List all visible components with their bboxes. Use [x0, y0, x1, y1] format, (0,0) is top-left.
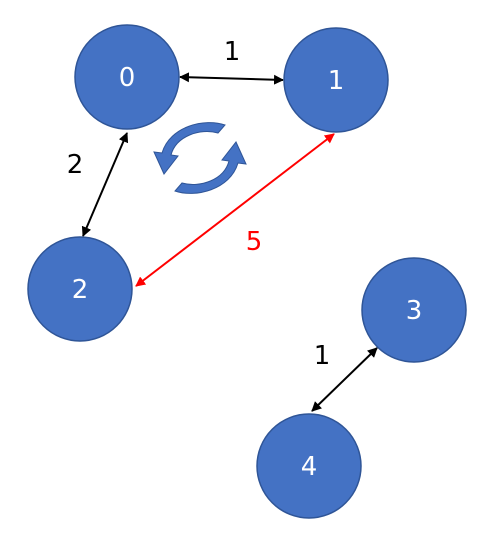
- node-4: 4: [256, 413, 362, 519]
- node-4-label: 4: [301, 452, 318, 482]
- edge-1-2: 5: [135, 133, 335, 287]
- edge-0-1-weight: 1: [224, 37, 241, 67]
- edge-1-2-weight: 5: [246, 227, 263, 257]
- edge-0-2-weight: 2: [67, 150, 84, 180]
- node-1: 1: [283, 27, 389, 133]
- node-1-label: 1: [328, 66, 345, 96]
- node-3: 3: [361, 257, 467, 363]
- node-0-label: 0: [119, 63, 136, 93]
- edge-3-4: 1: [311, 341, 378, 412]
- node-2-label: 2: [72, 275, 89, 305]
- node-2: 2: [27, 236, 133, 342]
- node-0: 0: [74, 24, 180, 130]
- edge-3-4-weight: 1: [314, 341, 331, 371]
- node-3-label: 3: [406, 296, 423, 326]
- edge-0-2: 2: [67, 132, 129, 237]
- circular-arrows-icon: [153, 122, 247, 194]
- edge-0-1: 1: [179, 37, 284, 85]
